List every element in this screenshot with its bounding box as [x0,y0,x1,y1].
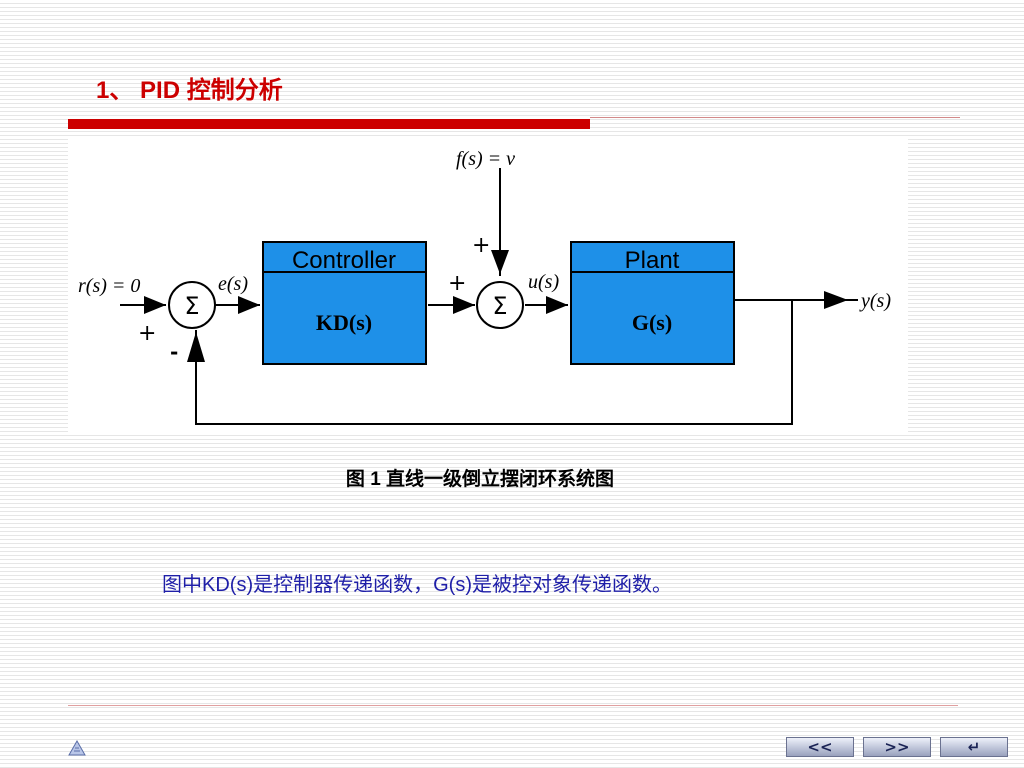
figure-caption: 图 1 直线一级倒立摆闭环系统图 [345,469,615,490]
controller-header: Controller [292,247,396,274]
return-button[interactable]: ↵ [940,737,1008,757]
footer-logo-icon [68,740,86,756]
footer-divider [68,705,958,706]
feedback-line [195,300,793,425]
disturbance-arrowhead [491,250,509,274]
plant-transfer-function: G(s) [632,310,672,335]
input-arrowhead [144,296,166,314]
plant-header: Plant [625,247,680,274]
controller-output-arrowhead [453,296,475,314]
summing-junction-2-symbol: Σ [492,292,507,320]
junction-1-plus-sign: + [138,321,156,346]
junction-1-minus-sign: - [170,340,178,364]
previous-slide-button[interactable]: << [786,737,854,757]
error-arrowhead [238,296,260,314]
output-label: y(s) [859,290,891,312]
plant-block: Plant G(s) [570,241,735,365]
title-accent-bar [68,119,590,129]
junction-2-top-plus-sign: + [472,233,490,258]
body-text: 图中KD(s)是控制器传递函数，G(s)是被控对象传递函数。 [162,574,672,596]
controller-transfer-function: KD(s) [316,310,372,335]
control-signal-arrowhead [546,296,568,314]
slide-title: 1、 PID 控制分析 [96,77,283,104]
next-slide-button[interactable]: >> [863,737,931,757]
summing-junction-1 [168,281,216,329]
control-label: u(s) [528,271,559,293]
disturbance-label: f(s) = v [456,148,515,170]
feedback-arrowhead [187,332,205,362]
output-arrowhead [824,291,848,309]
summing-junction-2 [476,281,524,329]
summing-junction-1-symbol: Σ [184,292,199,320]
block-diagram: Σ Σ Controller KD(s) Plant G(s) r(s) = 0… [68,138,908,434]
input-label: r(s) = 0 [78,275,140,297]
controller-block: Controller KD(s) [262,241,427,365]
title-divider [590,117,960,118]
error-label: e(s) [218,273,248,295]
junction-2-left-plus-sign: + [448,271,466,296]
